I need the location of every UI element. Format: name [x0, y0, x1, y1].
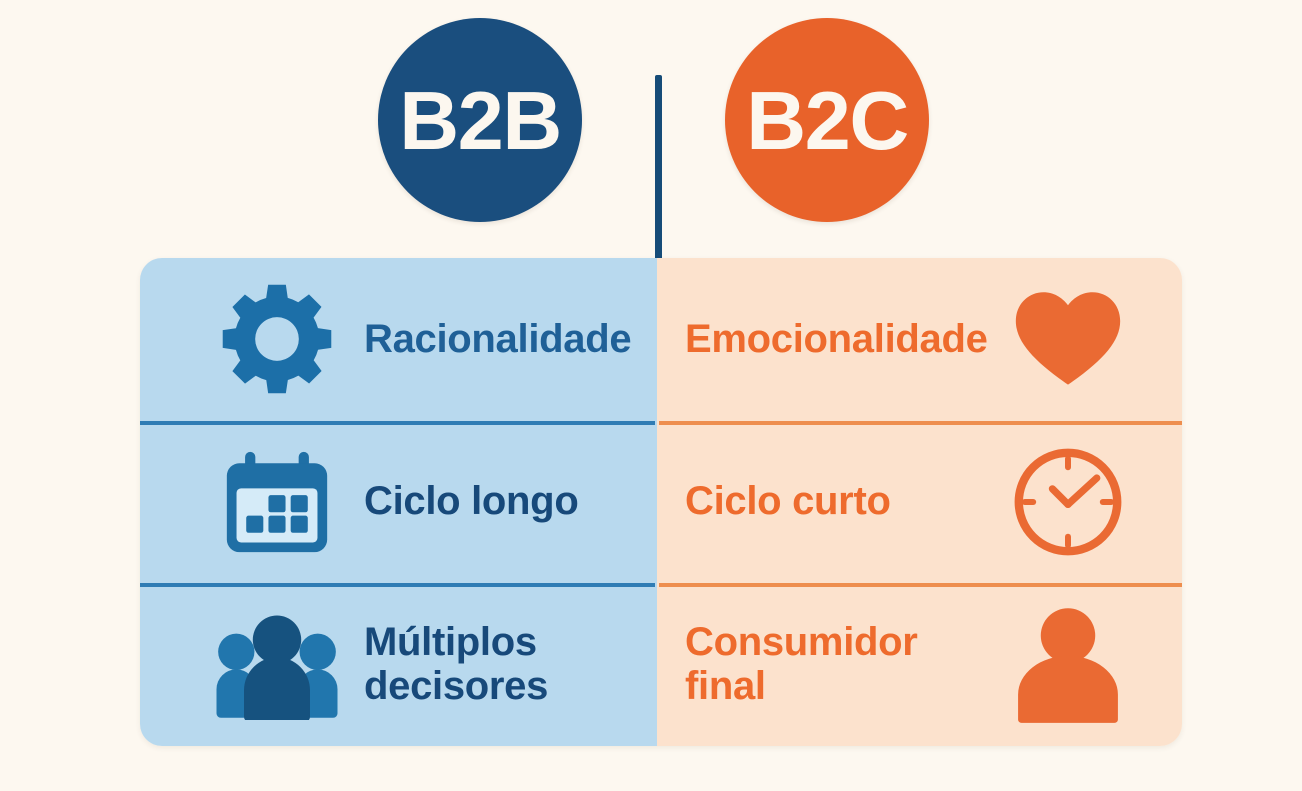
single-person-icon: [1003, 606, 1133, 724]
b2c-cell-emotionality: Emocionalidade: [657, 258, 1182, 421]
row-label: Emocionalidade: [685, 316, 988, 361]
b2b-cell-long-cycle: Ciclo longo: [140, 420, 657, 584]
table-row: Racionalidade Emocionalidade: [140, 258, 1182, 421]
row-label: Racionalidade: [364, 316, 632, 361]
b2c-badge-label: B2C: [746, 73, 909, 167]
comparison-panel: Racionalidade Emocionalidade: [140, 258, 1182, 746]
header-badges: B2B B2C: [0, 0, 1302, 258]
clock-icon: [1003, 442, 1133, 562]
b2b-badge-label: B2B: [399, 73, 562, 167]
row-label: Múltiplos decisores: [364, 620, 549, 708]
table-row: Múltiplos decisores Consumidor final: [140, 583, 1182, 746]
row-label: Ciclo curto: [685, 479, 891, 524]
b2c-cell-final-consumer: Consumidor final: [657, 583, 1182, 746]
people-group-icon: [212, 610, 342, 720]
heart-icon: [1003, 289, 1133, 389]
b2b-cell-multiple-deciders: Múltiplos decisores: [140, 583, 657, 746]
b2b-badge: B2B: [378, 18, 582, 222]
table-row: Ciclo longo Ciclo curto: [140, 420, 1182, 584]
calendar-icon: [212, 445, 342, 559]
row-label: Ciclo longo: [364, 479, 579, 524]
gear-icon: [212, 280, 342, 398]
b2c-badge: B2C: [725, 18, 929, 222]
b2c-cell-short-cycle: Ciclo curto: [657, 420, 1182, 584]
b2b-cell-rationality: Racionalidade: [140, 258, 657, 421]
row-label: Consumidor final: [685, 620, 918, 708]
